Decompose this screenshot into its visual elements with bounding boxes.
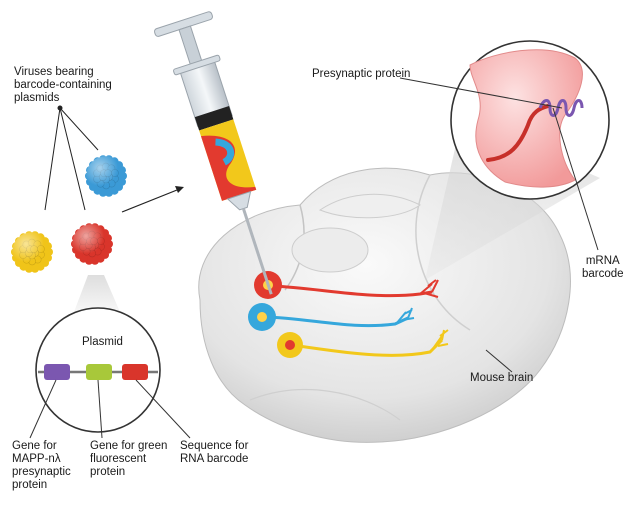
viruses-label-pointers: [44, 105, 99, 211]
gene-green-segment: [86, 364, 112, 380]
neuron-blue: [248, 303, 415, 331]
plasmid-pointers: [29, 379, 191, 439]
syringe-icon: [154, 11, 273, 295]
virus-particle-blue: [85, 155, 127, 197]
presynaptic-protein-label: Presynaptic protein: [312, 68, 411, 80]
mrna-strand: [486, 104, 550, 162]
sequence-rna-label: Sequence for RNA barcode: [180, 440, 249, 465]
mouse-brain-label: Mouse brain: [470, 372, 534, 384]
plasmid-inset: [35, 307, 161, 433]
arrow-line: [121, 187, 183, 213]
mrna-barcode-label: mRNA barcode: [582, 255, 624, 280]
zoom-cone-plasmid: [74, 275, 120, 312]
gene-mapp-label: Gene for MAPP-nλ presynaptic protein: [12, 440, 71, 491]
arrow-head: [175, 186, 184, 193]
virus-particle-yellow: [11, 231, 53, 273]
neuron-yellow: [277, 329, 449, 358]
virus-particle-red: [71, 223, 113, 265]
brain-pointer: [485, 349, 513, 373]
viruses-label: Viruses bearing barcode-containing plasm…: [14, 66, 112, 104]
gene-green-label: Gene for green fluorescent protein: [90, 440, 168, 478]
synapse-inset: [450, 40, 610, 251]
rna-barcode-segment: [122, 364, 148, 380]
presynaptic-pointer: [399, 77, 563, 109]
mrna-pointer: [552, 107, 599, 251]
gene-mapp-segment: [44, 364, 70, 380]
plasmid-title: Plasmid: [82, 336, 123, 348]
